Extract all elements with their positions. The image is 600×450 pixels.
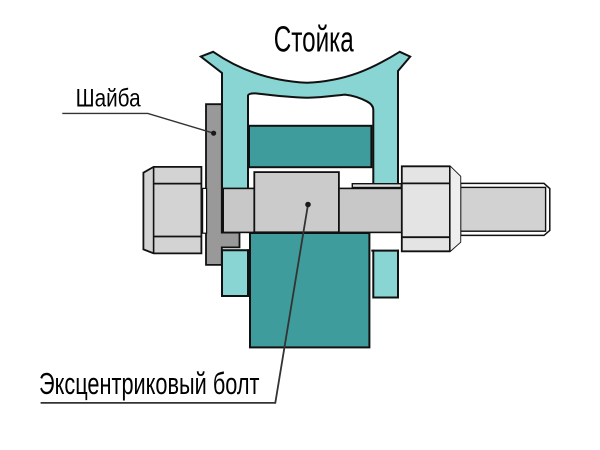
nut-chamfer-face <box>449 166 461 252</box>
strut-bracket-shape <box>198 50 412 299</box>
eccentric-cam <box>253 171 340 234</box>
threaded-rod-body <box>459 186 547 232</box>
washer-leader-line <box>62 112 214 134</box>
head-washer-gap <box>202 187 208 234</box>
label-stand: Стойка <box>274 19 355 60</box>
label-washer: Шайба <box>76 84 141 112</box>
washer-plate <box>205 103 241 266</box>
slot-edge-strip <box>351 182 402 189</box>
bolt-leader-dot <box>305 201 311 208</box>
bolt-head-silhouette <box>142 166 203 255</box>
label-eccentric-bolt: Эксцентриковый болт <box>39 366 260 401</box>
bolt-leader-line <box>40 204 309 404</box>
washer-leader-dot <box>211 130 217 136</box>
lower-bushing-block <box>249 232 371 349</box>
upper-bushing-block <box>248 124 373 169</box>
